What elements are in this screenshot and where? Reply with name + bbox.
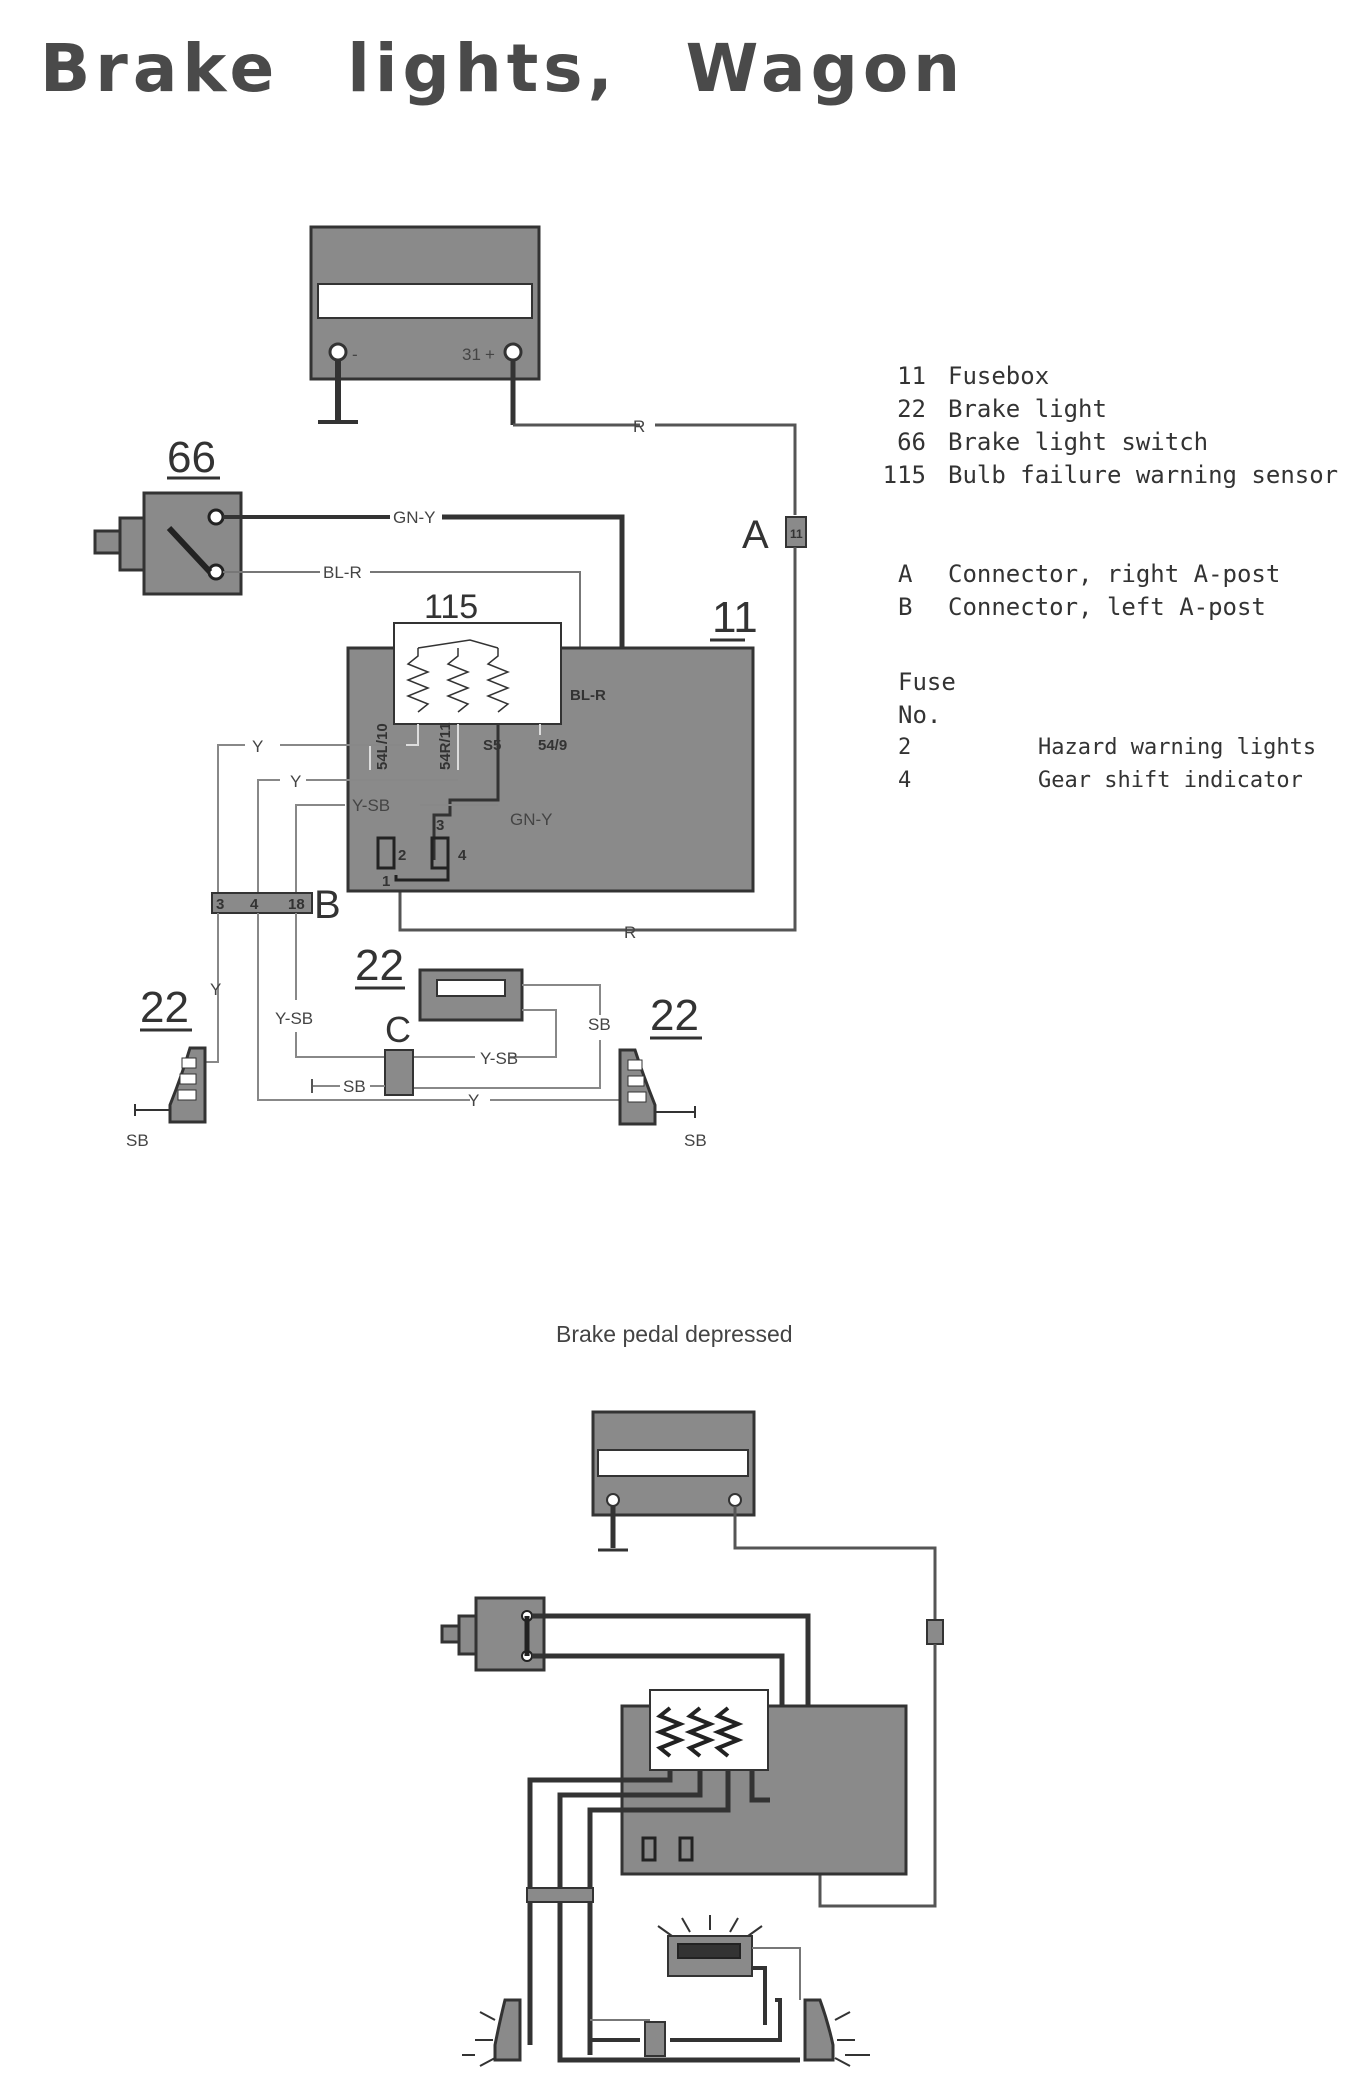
wire-label-r-top: R — [633, 417, 645, 436]
fuse-pin-4: 4 — [458, 847, 467, 864]
ref-label-22-left: 22 — [140, 983, 189, 1032]
fuse-header-1: Fuse — [898, 668, 956, 696]
page-title: Brake lights, Wagon — [40, 30, 966, 107]
ground-label-sb-right: SB — [684, 1131, 707, 1150]
wire-label-bl-r: BL-R — [323, 563, 362, 582]
wire-label-y-sb-left: Y-SB — [275, 1009, 313, 1028]
fuse-pin-2: 2 — [398, 847, 406, 864]
wire-label-y-left-vert: Y — [210, 980, 221, 999]
section-title-brake-pedal: Brake pedal depressed — [556, 1321, 793, 1347]
wire-label-y-sb-center: Y-SB — [480, 1049, 518, 1068]
sensor-pin-54l10: 54L/10 — [374, 723, 391, 770]
fuse-block: 2 3 4 1 — [376, 817, 467, 890]
wire-label-y-sb: Y-SB — [352, 796, 390, 815]
connector-b-pin-4: 4 — [250, 896, 259, 913]
connector-b: 3 4 18 B — [211, 883, 341, 927]
connector-a: 11 A — [742, 513, 807, 557]
wire-label-bl-r-inner: BL-R — [570, 687, 606, 704]
fuse-pin-1: 1 — [382, 873, 390, 890]
battery: - + 31 — [309, 225, 541, 425]
diagram-brake-pedal-depressed — [440, 1410, 944, 2067]
battery-pos-number: 31 — [462, 345, 481, 364]
sensor-pin-54r11: 54R/11 — [437, 722, 454, 770]
brake-light-switch: 66 — [93, 433, 243, 596]
wire-label-r-bottom: R — [624, 923, 636, 942]
brake-light-left: 22 SB — [126, 983, 207, 1150]
wire-label-y2: Y — [290, 772, 301, 791]
ref-label-11: 11 — [712, 593, 758, 642]
wire-label-sb-center: SB — [343, 1077, 366, 1096]
wire-label-gn-y-inner: GN-Y — [510, 810, 553, 829]
ref-label-115: 115 — [424, 588, 478, 626]
ref-label-22-right: 22 — [650, 991, 699, 1040]
wire-label-gn-y-top: GN-Y — [393, 508, 436, 527]
connector-c-label: C — [385, 1009, 411, 1050]
brake-light-right: 22 SB — [618, 991, 707, 1150]
wire-label-y1: Y — [252, 737, 263, 756]
wire-label-y-bottom: Y — [468, 1091, 479, 1110]
sensor-pin-549: 54/9 — [538, 737, 567, 754]
connector-b-label: B — [314, 883, 341, 927]
connector-b-pin-18: 18 — [288, 896, 305, 913]
connector-c: C — [384, 1009, 414, 1096]
brake-light-center: 22 — [355, 941, 524, 1022]
ref-label-22-center: 22 — [355, 941, 404, 990]
fuse-pin-3: 3 — [436, 817, 444, 834]
bulb-failure-sensor: 115 BL-R — [393, 588, 606, 725]
fuse-header-2: No. — [898, 701, 942, 729]
connector-b-pin-3: 3 — [216, 896, 224, 913]
ref-label-66: 66 — [167, 433, 216, 482]
battery-pos-label: + — [485, 345, 495, 364]
ground-label-sb-left: SB — [126, 1131, 149, 1150]
connector-a-pin: 11 — [790, 527, 803, 541]
battery-neg-label: - — [352, 345, 358, 364]
wire-label-sb-right: SB — [588, 1015, 611, 1034]
connector-a-label: A — [742, 513, 769, 557]
